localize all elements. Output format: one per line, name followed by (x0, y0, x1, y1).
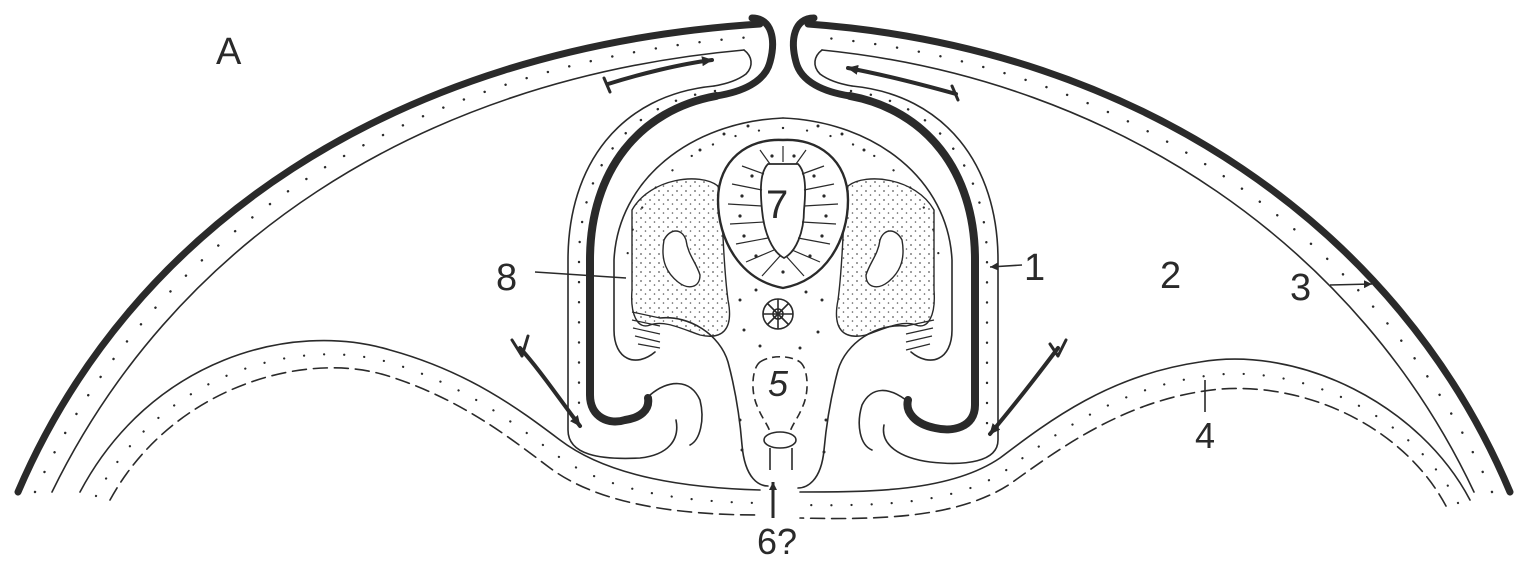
mesoderm-left (632, 179, 730, 336)
mesoderm-right (836, 179, 934, 336)
label-2: 2 (1160, 255, 1181, 297)
arrow-lower-left (520, 348, 580, 426)
label-1: 1 (1024, 247, 1045, 289)
label-3: 3 (1290, 267, 1311, 309)
arrow-upper-left (608, 60, 712, 84)
panel-letter: A (216, 31, 242, 73)
label-7: 7 (766, 183, 788, 227)
yolk-sac-left (80, 341, 760, 515)
leader-8 (535, 272, 626, 278)
label-4: 4 (1195, 415, 1215, 456)
notochord (763, 299, 793, 329)
yolk-sac-right (800, 359, 1470, 518)
label-6: 6? (757, 521, 797, 562)
leader-1 (990, 265, 1022, 267)
label-5: 5 (768, 363, 789, 404)
label-8: 8 (496, 257, 517, 299)
arrow-upper-right (848, 68, 956, 94)
leader-3 (1330, 284, 1372, 285)
chorion-fold-tips (714, 18, 852, 96)
arrow-lower-right (990, 348, 1058, 434)
